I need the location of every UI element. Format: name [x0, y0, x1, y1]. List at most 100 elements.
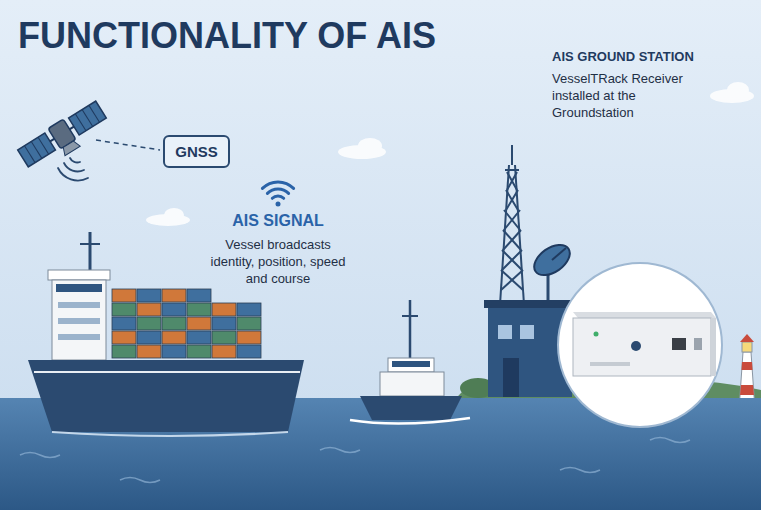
receiver-device — [573, 318, 711, 376]
containers — [112, 289, 261, 358]
mast-yard — [80, 243, 100, 245]
tug-cabin — [380, 372, 444, 396]
device-side — [711, 318, 716, 376]
window — [498, 325, 512, 339]
container — [212, 303, 236, 316]
wifi-dot — [276, 202, 281, 207]
tower-brace — [501, 172, 523, 290]
container — [112, 317, 136, 330]
wave — [20, 453, 60, 458]
device-port — [672, 338, 686, 350]
building-roof — [484, 300, 576, 308]
container — [237, 303, 261, 316]
panel-grid — [38, 137, 49, 154]
container — [137, 303, 161, 316]
wifi-arc — [262, 182, 293, 188]
container — [137, 317, 161, 330]
dish — [529, 239, 576, 282]
dish-feed — [552, 248, 566, 260]
container — [187, 317, 211, 330]
device-top — [573, 312, 716, 318]
container — [112, 289, 136, 302]
tower-antenna — [511, 145, 513, 165]
container — [237, 331, 261, 344]
tug-mast — [409, 300, 412, 360]
device-knob — [631, 341, 641, 351]
section-heading: AIS SIGNAL — [198, 212, 358, 229]
container — [162, 331, 186, 344]
container — [137, 345, 161, 358]
container — [162, 303, 186, 316]
container — [162, 345, 186, 358]
signal-arc — [58, 168, 88, 180]
solar-panel — [69, 101, 107, 135]
panel-grid — [89, 105, 100, 122]
tug-bridge — [388, 358, 434, 372]
panel-grid — [31, 141, 42, 158]
wifi-arc — [272, 196, 283, 198]
container — [237, 345, 261, 358]
container — [162, 289, 186, 302]
hull-stripe — [34, 371, 300, 373]
container — [137, 331, 161, 344]
container — [112, 303, 136, 316]
dish-post — [547, 272, 550, 300]
satellite-dish-antenna — [529, 239, 576, 300]
cloud — [727, 82, 749, 98]
bridge-deck — [48, 270, 110, 280]
panel-grid — [75, 114, 86, 131]
window-row — [58, 334, 100, 340]
tug-hull — [360, 396, 462, 420]
container — [137, 289, 161, 302]
tower-brace — [501, 172, 523, 290]
lighthouse-lamp — [742, 342, 752, 352]
description-text: VesselTRack Receiver installed at the Gr… — [552, 70, 702, 121]
section-heading: AIS GROUND STATION — [552, 48, 722, 65]
gnss-box: GNSS — [163, 135, 230, 168]
bridge-windows — [56, 284, 102, 292]
clouds — [146, 82, 754, 226]
window — [520, 325, 534, 339]
ship-wake — [52, 432, 288, 436]
container — [212, 345, 236, 358]
tug-wake — [350, 418, 470, 424]
wave — [120, 478, 160, 483]
inset-circle — [558, 263, 722, 427]
container — [187, 303, 211, 316]
satellite-signal — [58, 158, 88, 180]
description-text: Vessel broadcasts identity, position, sp… — [210, 236, 346, 287]
wave — [650, 438, 690, 443]
container — [212, 317, 236, 330]
ship-mast — [89, 232, 92, 272]
superstructure — [52, 280, 106, 360]
container — [237, 317, 261, 330]
container — [212, 331, 236, 344]
solar-panel — [18, 133, 56, 167]
dashed-link — [96, 140, 160, 150]
lighthouse-stripe — [742, 362, 753, 370]
door — [503, 358, 519, 397]
tug-windows — [392, 361, 430, 367]
node-label: GNSS — [175, 142, 218, 161]
wave — [560, 468, 600, 473]
cloud — [358, 138, 382, 154]
wave — [320, 448, 360, 453]
tower-bar — [505, 169, 519, 171]
cloud — [164, 208, 184, 222]
satellite — [17, 99, 112, 175]
device-label-plate — [590, 362, 630, 366]
satellite-dish — [61, 139, 81, 155]
waves — [20, 438, 690, 483]
device-port — [694, 338, 702, 350]
radio-tower — [500, 145, 524, 305]
lighthouse-stripe — [740, 385, 754, 395]
signal-arc — [64, 163, 84, 171]
container — [162, 317, 186, 330]
tug-yard — [402, 315, 418, 317]
container — [187, 289, 211, 302]
container — [112, 345, 136, 358]
window-row — [58, 318, 100, 324]
